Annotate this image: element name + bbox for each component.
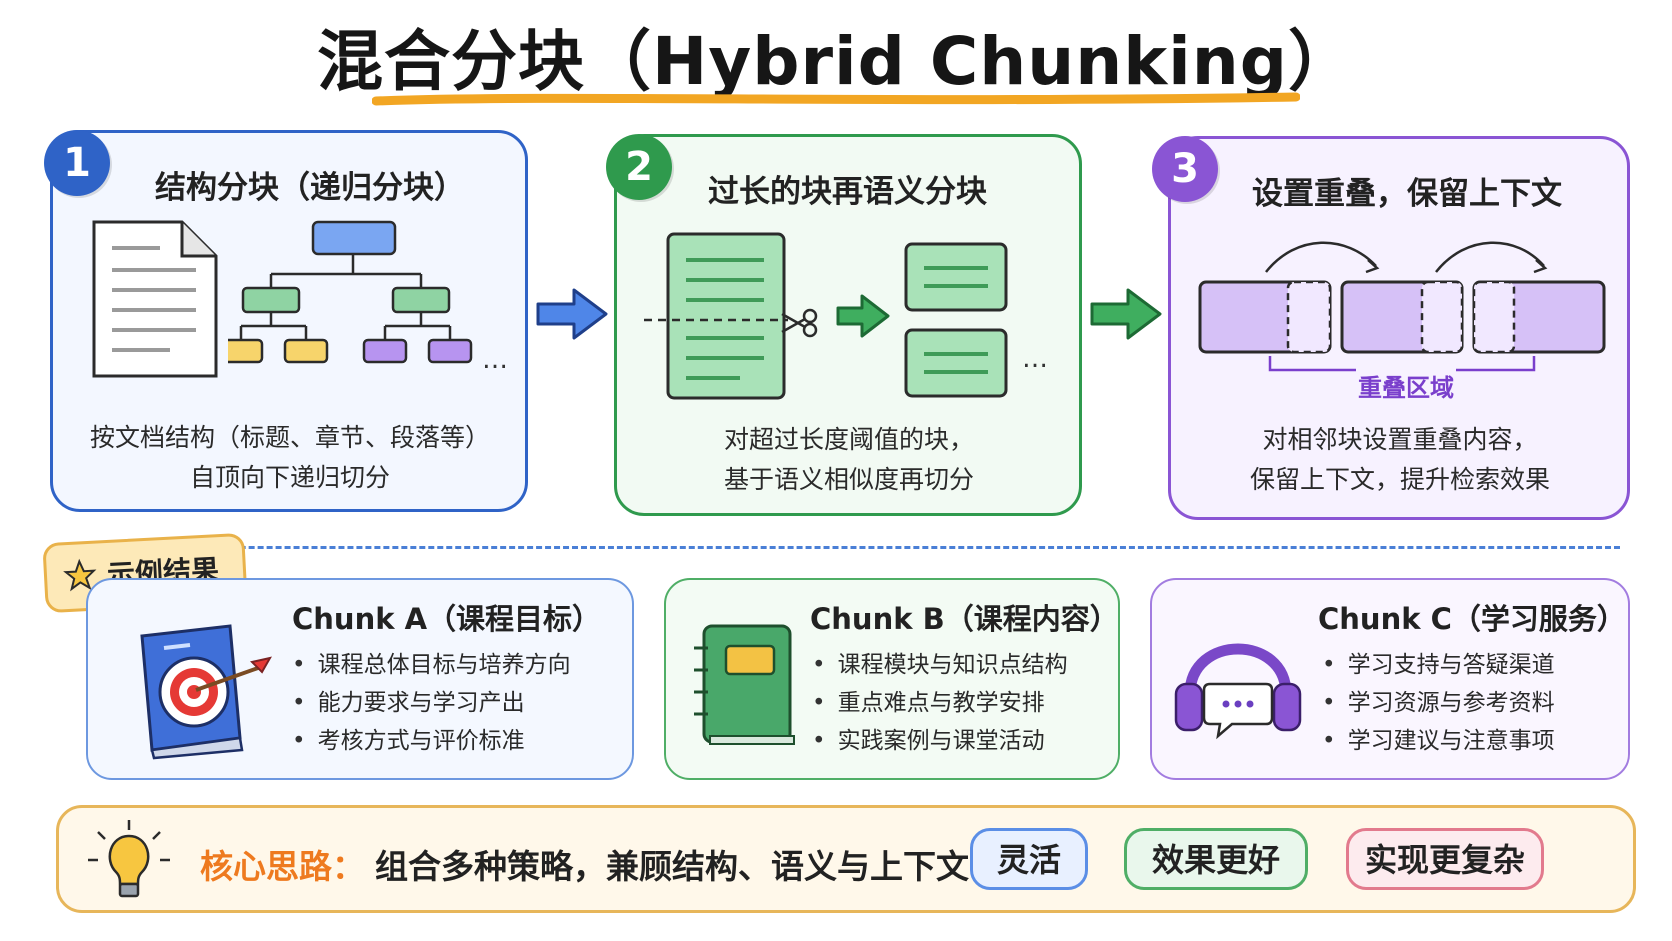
step-1-desc-line-2: 自顶向下递归切分 bbox=[189, 463, 390, 492]
page-title: 混合分块（Hybrid Chunking） bbox=[316, 23, 1356, 100]
chunk-c-list: 学习支持与答疑渠道 学习资源与参考资料 学习建议与注意事项 bbox=[1322, 646, 1555, 760]
list-item: 课程模块与知识点结构 bbox=[812, 646, 1068, 684]
chunk-a-title: Chunk A（课程目标） bbox=[292, 602, 602, 636]
pill-more-complex: 实现更复杂 bbox=[1346, 828, 1544, 890]
step-1-desc-line-1: 按文档结构（标题、章节、段落等） bbox=[89, 423, 490, 452]
core-idea-text: 组合多种策略，兼顾结构、语义与上下文 bbox=[375, 847, 969, 886]
title-area: 混合分块（Hybrid Chunking） bbox=[0, 8, 1672, 104]
core-idea-label: 核心思路： bbox=[200, 847, 365, 886]
tree-hierarchy-icon bbox=[228, 220, 473, 364]
document-icon bbox=[92, 220, 218, 378]
step-2-desc-line-1: 对超过长度阈值的块， bbox=[723, 425, 974, 454]
list-item: 学习建议与注意事项 bbox=[1322, 722, 1555, 760]
star-icon bbox=[63, 558, 97, 592]
notebook-icon bbox=[694, 624, 795, 745]
example-result-tag: 示例结果 bbox=[42, 532, 248, 614]
overlap-region-label: 重叠区域 bbox=[1358, 374, 1454, 402]
step-1-ellipsis: … bbox=[482, 345, 508, 375]
scissors-icon bbox=[781, 308, 818, 338]
pill-flexible: 灵活 bbox=[970, 828, 1088, 890]
step-2-desc-line-2: 基于语义相似度再切分 bbox=[723, 465, 974, 494]
step-1-title: 结构分块（递归分块） bbox=[155, 170, 465, 206]
step-2-badge: 2 bbox=[606, 134, 672, 200]
section-divider bbox=[60, 546, 1620, 549]
overlap-blocks-icon bbox=[1198, 241, 1606, 372]
step-2-title: 过长的块再语义分块 bbox=[708, 174, 987, 210]
list-item: 学习支持与答疑渠道 bbox=[1322, 646, 1555, 684]
arrow-right-icon bbox=[836, 294, 890, 338]
title-underline bbox=[372, 92, 1300, 106]
pill-better-results: 效果更好 bbox=[1124, 828, 1308, 890]
chunk-b-list: 课程模块与知识点结构 重点难点与教学安排 实践案例与课堂活动 bbox=[812, 646, 1068, 760]
step-3-desc-line-2: 保留上下文，提升检索效果 bbox=[1249, 465, 1550, 494]
step-3-badge: 3 bbox=[1152, 136, 1218, 202]
chunk-b-title: Chunk B（课程内容） bbox=[810, 602, 1119, 636]
chunk-a-list: 课程总体目标与培养方向 能力要求与学习产出 考核方式与评价标准 bbox=[292, 646, 571, 760]
step-3-desc-line-1: 对相邻块设置重叠内容， bbox=[1262, 425, 1538, 454]
list-item: 考核方式与评价标准 bbox=[292, 722, 571, 760]
list-item: 能力要求与学习产出 bbox=[292, 684, 571, 722]
chunk-c-title: Chunk C（学习服务） bbox=[1318, 602, 1626, 636]
step-1-badge: 1 bbox=[44, 130, 110, 196]
lightbulb-icon bbox=[88, 820, 170, 898]
text-block-icon bbox=[904, 242, 1008, 398]
list-item: 课程总体目标与培养方向 bbox=[292, 646, 571, 684]
list-item: 实践案例与课堂活动 bbox=[812, 722, 1068, 760]
list-item: 学习资源与参考资料 bbox=[1322, 684, 1555, 722]
step-2-ellipsis: … bbox=[1022, 344, 1048, 374]
arrow-right-icon bbox=[536, 288, 608, 340]
arrow-right-icon bbox=[1090, 288, 1162, 340]
target-book-icon bbox=[140, 624, 272, 760]
headset-chat-icon bbox=[1174, 643, 1302, 740]
step-3-title: 设置重叠，保留上下文 bbox=[1252, 176, 1562, 212]
list-item: 重点难点与教学安排 bbox=[812, 684, 1068, 722]
